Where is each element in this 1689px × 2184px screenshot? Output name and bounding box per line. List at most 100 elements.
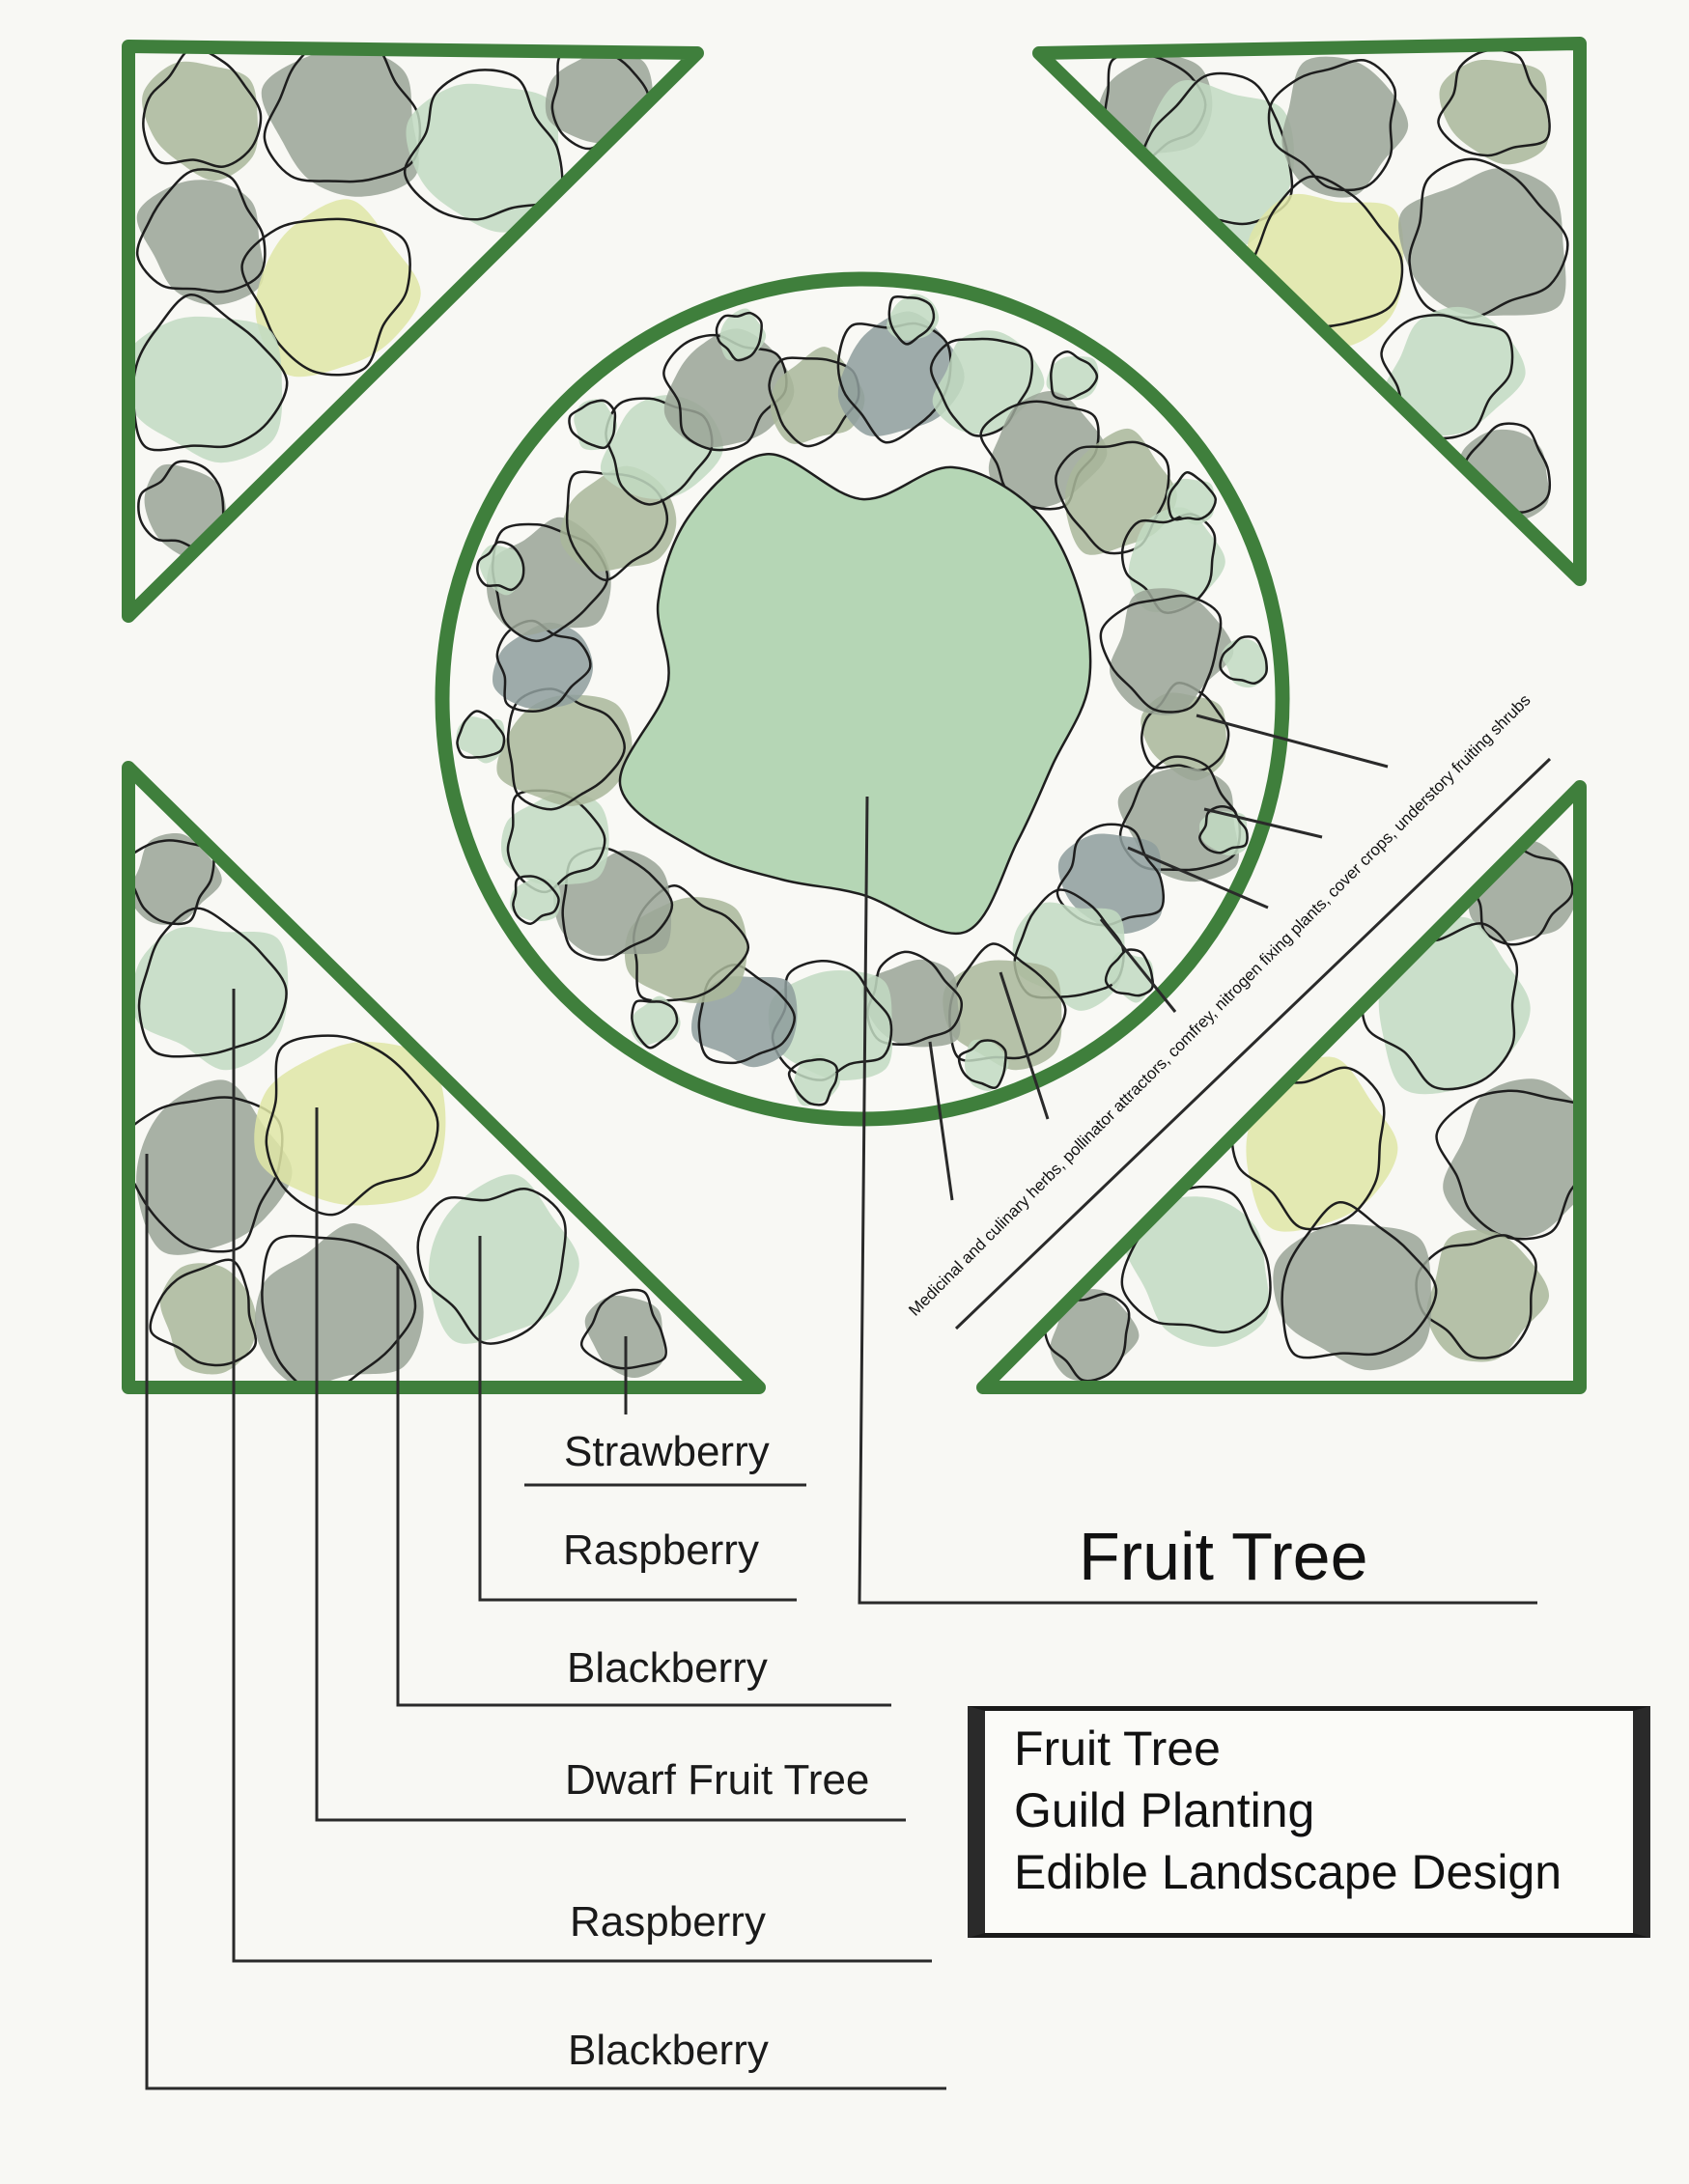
shrub — [631, 995, 681, 1046]
shrub — [479, 545, 524, 596]
shrub — [1439, 59, 1549, 165]
shrub — [136, 180, 265, 305]
label-dwarf-fruit-tree: Dwarf Fruit Tree — [565, 1756, 870, 1804]
shrub-outline — [1118, 755, 1242, 872]
label-fruit-tree: Fruit Tree — [1079, 1519, 1368, 1594]
shrub-outline — [561, 847, 674, 962]
shrub — [142, 61, 259, 182]
shrub-outline — [1013, 888, 1125, 999]
shrub — [493, 622, 594, 710]
planting-bed-bottom-right — [976, 780, 1587, 1394]
shrub — [496, 694, 633, 806]
shrub — [768, 969, 893, 1081]
shrub-outline — [1267, 59, 1397, 192]
shrub — [1167, 478, 1215, 525]
leader-fruit-tree — [858, 796, 1537, 1605]
shrub-cluster — [1043, 840, 1580, 1383]
shrub — [719, 308, 767, 361]
title-line-1: Fruit Tree — [1014, 1722, 1221, 1776]
shrub-outline — [715, 311, 764, 362]
shrub-outline — [887, 294, 936, 346]
shrub — [159, 1263, 257, 1375]
shrub — [510, 878, 561, 922]
leader-raspberry-upper — [478, 1236, 797, 1602]
leader-raspberry-lower — [232, 989, 932, 1963]
shrub-outline — [1056, 823, 1166, 927]
shrub — [1222, 638, 1267, 688]
shrub-outline — [1050, 350, 1099, 401]
shrub-outline — [135, 168, 267, 294]
leader-blackberry-lower — [145, 1154, 946, 2090]
shrub-outline — [1437, 48, 1551, 157]
shrub — [770, 347, 865, 444]
shrub-outline — [697, 964, 796, 1065]
shrub-outline — [631, 999, 679, 1050]
guild-border-circle — [435, 271, 1290, 1127]
shrub-outline — [261, 1234, 417, 1387]
label-raspberry-upper: Raspberry — [563, 1526, 759, 1574]
shrub — [1198, 810, 1248, 856]
shrub — [1273, 1223, 1432, 1371]
shrub-outline — [1104, 948, 1155, 997]
leader-understory-4 — [1099, 918, 1177, 1013]
shrub-outline — [506, 687, 626, 811]
shrub — [261, 47, 419, 197]
label-strawberry: Strawberry — [564, 1428, 770, 1475]
shrub — [406, 83, 561, 233]
shrub — [1109, 951, 1154, 1003]
shrub-outline — [1167, 471, 1217, 521]
shrub — [1378, 916, 1531, 1095]
shrub — [1426, 1230, 1550, 1362]
shrub-outline — [416, 1188, 567, 1345]
shrub-outline — [137, 907, 288, 1058]
shrub-cluster — [128, 832, 667, 1387]
shrub-outline — [403, 69, 564, 221]
shrub — [456, 716, 505, 764]
title-line-3: Edible Landscape Design — [1014, 1845, 1562, 1899]
label-blackberry-upper: Blackberry — [567, 1644, 768, 1692]
shrub — [254, 1041, 446, 1206]
shrub-outline — [580, 1288, 667, 1370]
shrub — [136, 1079, 293, 1255]
fruit-tree-guild — [435, 271, 1290, 1127]
shrub-outline — [1099, 594, 1223, 714]
shrub — [965, 1039, 1009, 1091]
shrub — [887, 294, 940, 341]
understory-ring — [456, 294, 1268, 1106]
label-blackberry-lower: Blackberry — [568, 2027, 769, 2074]
shrub-outline — [128, 1096, 284, 1253]
shrub-outline — [142, 46, 263, 168]
leader-understory-5 — [999, 971, 1050, 1120]
shrub-outline — [768, 356, 860, 448]
planting-bed-top-left — [122, 40, 704, 623]
shrub — [128, 316, 283, 463]
leader-understory-6 — [928, 1041, 954, 1201]
shrub — [255, 1222, 424, 1387]
title-line-2: Guild Planting — [1014, 1783, 1315, 1837]
shrub — [1443, 1078, 1580, 1239]
shrub-outline — [1120, 1185, 1272, 1334]
shrub-outline — [1281, 1201, 1438, 1359]
shrub — [663, 328, 795, 448]
shrub — [131, 927, 289, 1071]
shrub — [545, 51, 654, 144]
shrub — [1128, 507, 1225, 613]
leader-understory-1 — [1196, 714, 1389, 769]
shrub — [500, 791, 609, 885]
shrub-outline — [1380, 314, 1514, 440]
shrub-outline — [495, 619, 592, 714]
shrub-outline — [568, 399, 617, 450]
shrub-outline — [1198, 805, 1249, 854]
shrub — [1398, 168, 1566, 317]
shrub-outline — [456, 710, 506, 759]
shrub-outline — [1219, 635, 1268, 686]
shrub — [574, 399, 618, 451]
leader-understory-2 — [1203, 807, 1323, 839]
leader-understory-3 — [1127, 846, 1269, 910]
fruit-tree-canopy — [618, 453, 1092, 936]
shrub — [429, 1174, 579, 1344]
shrub — [1050, 1289, 1140, 1382]
shrub — [1246, 1056, 1398, 1232]
title-block: Fruit Tree Guild Planting Edible Landsca… — [968, 1706, 1650, 1938]
